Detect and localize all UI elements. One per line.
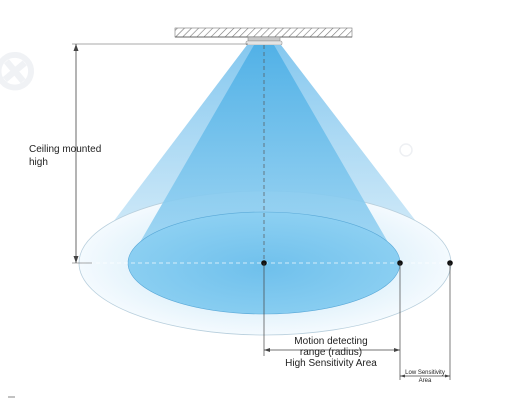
low-sensitivity-label-line1: Low Sensitivity bbox=[405, 370, 445, 376]
motion-range-label-line1: Motion detecting bbox=[294, 336, 367, 347]
ceiling-label-line2: high bbox=[29, 157, 48, 168]
ceiling-label-line1: Ceiling mounted bbox=[29, 144, 101, 155]
motion-range-label-line3: High Sensitivity Area bbox=[285, 358, 377, 369]
ceiling bbox=[174, 27, 353, 38]
height-dimension bbox=[72, 43, 248, 264]
radius-dimension bbox=[264, 348, 400, 352]
low-sensitivity-dimension bbox=[400, 374, 450, 378]
sensor-device bbox=[245, 36, 283, 46]
svg-text:⊕: ⊕ bbox=[0, 31, 52, 109]
motion-range-label-line2: range (radius) bbox=[300, 347, 362, 358]
low-sensitivity-label-line2: Area bbox=[419, 378, 432, 384]
